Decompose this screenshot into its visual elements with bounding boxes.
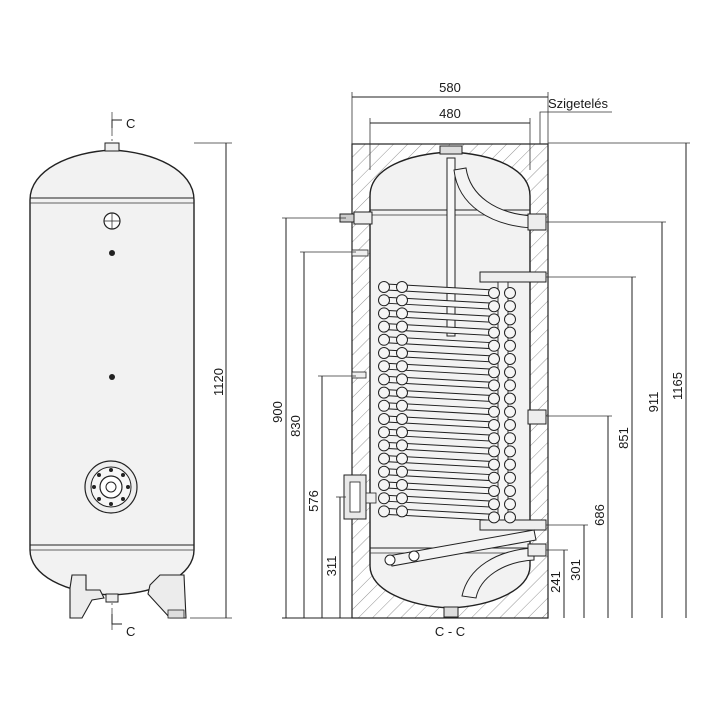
left-height-dim: 1120 bbox=[211, 368, 226, 396]
insulation-label: Szigetelés bbox=[548, 96, 608, 111]
left-bottom-drain bbox=[105, 593, 119, 603]
section-view-label: C - C bbox=[435, 624, 465, 639]
coil-turn bbox=[378, 294, 516, 313]
coil-turn bbox=[378, 333, 516, 352]
outer-width-dim: 580 bbox=[439, 80, 461, 95]
coil-turn bbox=[378, 307, 516, 326]
left-dim-900: 900 bbox=[270, 401, 285, 423]
inner-width-dim: 480 bbox=[439, 106, 461, 121]
right-dim-241: 241 bbox=[548, 571, 563, 593]
coil-turn bbox=[378, 347, 516, 365]
coil-turn bbox=[378, 452, 516, 471]
right-dim-301: 301 bbox=[568, 559, 583, 581]
heat-exchanger-coil bbox=[378, 281, 516, 524]
coil-turn bbox=[378, 360, 516, 379]
left-port-dot-2 bbox=[109, 374, 115, 380]
section-mark-top: C bbox=[126, 116, 135, 131]
right-view bbox=[282, 92, 690, 619]
right-top-nozzle bbox=[439, 145, 463, 155]
left-foot-left bbox=[69, 574, 105, 619]
right-dim-911: 911 bbox=[646, 392, 661, 413]
right-dim-1165: 1165 bbox=[670, 372, 685, 400]
coil-inlet-pipe bbox=[479, 271, 547, 283]
left-inspection-flange bbox=[84, 460, 138, 514]
coil-turn bbox=[378, 373, 516, 392]
coil-turn bbox=[378, 492, 516, 511]
coil-turn bbox=[378, 281, 516, 299]
coil-turn bbox=[378, 399, 516, 418]
section-mark-bottom: C bbox=[126, 624, 135, 639]
coil-turn bbox=[378, 386, 516, 405]
left-dim-830: 830 bbox=[288, 415, 303, 437]
right-nozzle-mid bbox=[527, 409, 547, 425]
right-dim-851: 851 bbox=[616, 427, 631, 449]
coil-turn bbox=[378, 479, 516, 497]
right-bottom-drain bbox=[443, 606, 459, 618]
coil-turn bbox=[378, 426, 516, 445]
left-foot-right bbox=[147, 574, 187, 619]
left-dim-311: 311 bbox=[324, 556, 339, 577]
coil-turn bbox=[378, 439, 516, 458]
coil-turn bbox=[378, 505, 516, 524]
coil-turn bbox=[378, 320, 516, 339]
left-top-nozzle bbox=[104, 142, 120, 152]
coil-turn bbox=[378, 465, 516, 484]
left-dim-576: 576 bbox=[306, 490, 321, 512]
thermostat-pocket bbox=[343, 474, 377, 520]
left-port-dot-1 bbox=[109, 250, 115, 256]
coil-turn bbox=[378, 413, 516, 431]
anode-rod bbox=[446, 157, 456, 337]
left-view bbox=[29, 112, 232, 630]
right-dim-686: 686 bbox=[592, 504, 607, 526]
